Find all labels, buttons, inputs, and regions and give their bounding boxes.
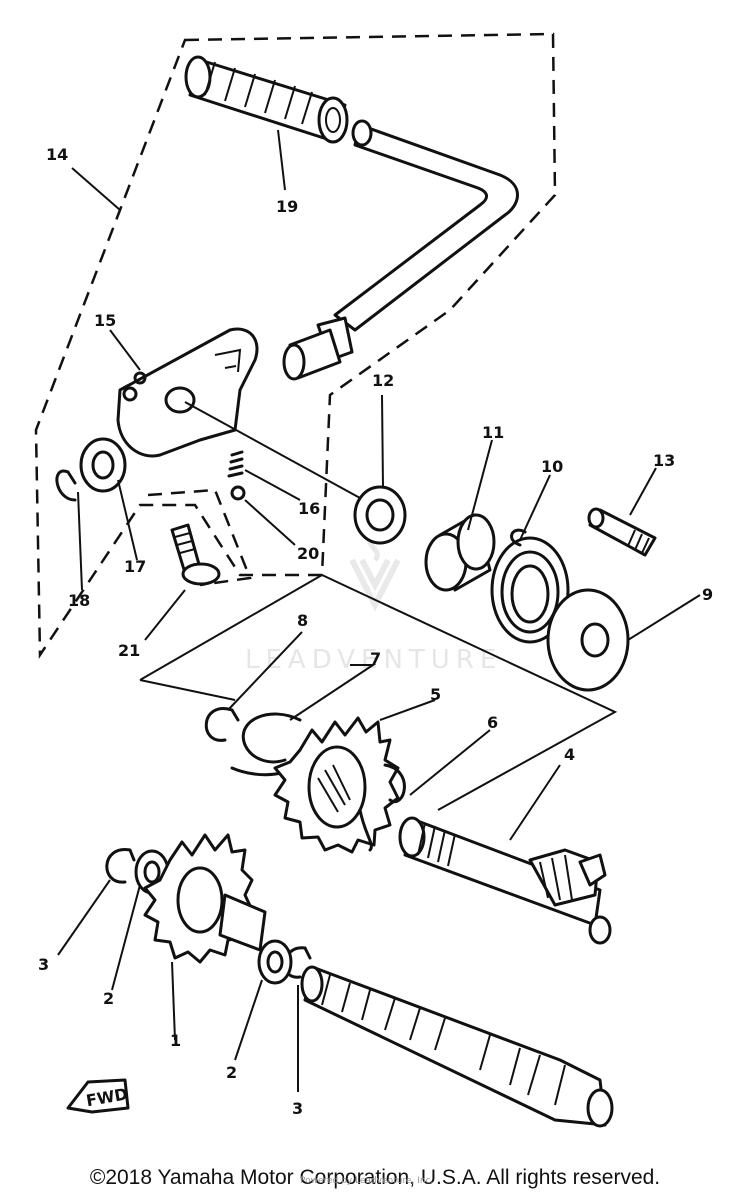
clip-group-bracket	[139, 573, 618, 811]
watermark-logo: LEADVENTURE	[245, 528, 502, 675]
watermark-text: LEADVENTURE	[245, 645, 502, 675]
callout-10: 10	[541, 457, 563, 476]
main-shaft	[300, 965, 614, 1128]
fwd-arrow-icon: FWD	[66, 1078, 130, 1114]
exploded-parts-diagram: LEADVENTURE	[34, 32, 713, 1128]
idle-gear-1	[143, 833, 267, 964]
callout-3-left: 3	[38, 955, 49, 974]
callout-numbers: 14 19 15 12 11 10 13 16 20 17 18 21 9 8 …	[38, 145, 713, 1118]
callout-21: 21	[118, 641, 140, 660]
callout-12: 12	[372, 371, 394, 390]
detent-spring	[227, 450, 244, 478]
callout-6: 6	[487, 713, 498, 732]
callout-7: 7	[370, 649, 381, 668]
callout-14: 14	[46, 145, 68, 164]
copyright-footer: ©2018 Yamaha Motor Corporation, U.S.A. A…	[89, 1166, 661, 1189]
washer-9	[546, 588, 630, 692]
circlip-8	[204, 707, 240, 742]
kick-boss	[116, 327, 259, 458]
spring-guide-11	[424, 513, 496, 592]
callout-4: 4	[564, 745, 575, 764]
callout-18: 18	[68, 591, 90, 610]
callout-3-right: 3	[292, 1099, 303, 1118]
washer-17	[79, 437, 127, 493]
callout-16: 16	[298, 499, 320, 518]
oil-seal-12	[353, 485, 407, 545]
clip-spring-6	[358, 763, 406, 852]
callout-2-right: 2	[226, 1063, 237, 1082]
powered-by-text: Powered by Leadventure, Inc.	[300, 1176, 434, 1186]
kick-grip	[184, 55, 349, 144]
torsion-spring-10	[490, 528, 570, 644]
kick-gear-5	[273, 716, 400, 854]
bolt-21	[170, 523, 221, 586]
kick-arm-pipe	[282, 119, 519, 381]
callout-5: 5	[430, 685, 441, 704]
callout-19: 19	[276, 197, 298, 216]
callout-15: 15	[94, 311, 116, 330]
circlip-3-upper	[105, 848, 136, 884]
bolt-dashed-boundary	[147, 488, 252, 587]
shaft-group-line	[139, 679, 236, 701]
assembly-axis-line	[184, 401, 361, 499]
callout-17: 17	[124, 557, 146, 576]
circlip-18	[55, 469, 77, 502]
callout-8: 8	[297, 611, 308, 630]
kick-axle-4	[398, 816, 612, 945]
callout-9: 9	[702, 585, 713, 604]
callout-2-left: 2	[103, 989, 114, 1008]
leader-lines	[57, 129, 701, 1092]
assembly-dashed-boundary	[34, 32, 557, 660]
callout-11: 11	[482, 423, 504, 442]
washer-2-lower	[257, 939, 293, 985]
detent-ball	[230, 485, 246, 501]
callout-13: 13	[653, 451, 675, 470]
callout-20: 20	[297, 544, 319, 563]
callout-1: 1	[170, 1031, 181, 1050]
spring-pin-13	[587, 507, 657, 557]
